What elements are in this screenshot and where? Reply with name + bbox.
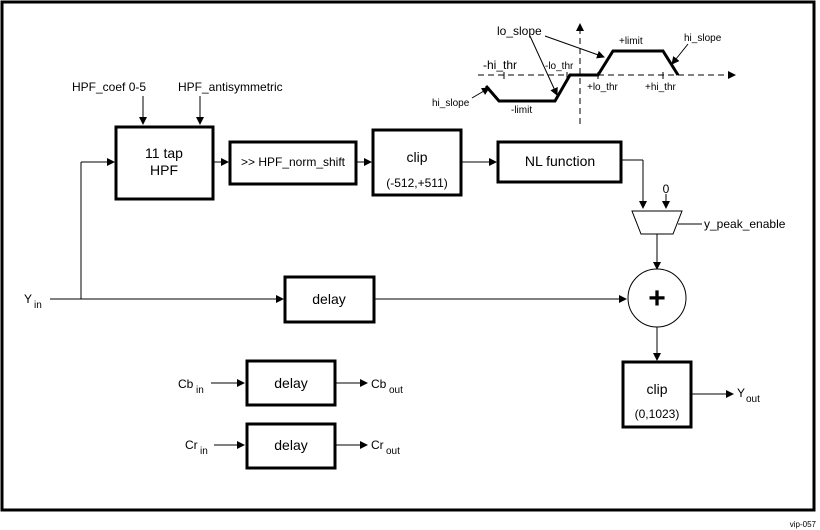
adder-symbol: + <box>648 282 666 315</box>
y-input-label: Y in <box>24 292 42 311</box>
svg-text:in: in <box>34 300 42 311</box>
y-output-label: Y out <box>737 386 760 405</box>
cb-output-label: Cb out <box>371 377 403 396</box>
delay-cb-label: delay <box>274 375 307 391</box>
lo-slope-label: lo_slope <box>497 24 542 38</box>
cb-input-label: Cb in <box>178 377 204 396</box>
clip2-range: (0,1023) <box>635 407 680 421</box>
delay-cb-block <box>245 359 337 407</box>
clip1-block <box>371 128 463 197</box>
svg-text:Cr: Cr <box>371 438 384 452</box>
svg-text:in: in <box>200 446 208 457</box>
plus-lo-thr-label: +lo_thr <box>587 82 619 93</box>
minus-hi-thr-label: -hi_thr <box>483 58 517 72</box>
clip2-block <box>621 360 693 429</box>
hi-slope-right-label: hi_slope <box>684 33 722 44</box>
clip2-title: clip <box>646 381 667 397</box>
peak-enable-mux <box>631 210 683 235</box>
svg-text:Y: Y <box>24 292 32 306</box>
delay-cr-label: delay <box>274 437 307 453</box>
nl-function-block <box>496 140 623 184</box>
nl-function-label: NL function <box>525 153 595 169</box>
nl-transfer-curve: lo_slope hi_slope hi_slope +limit -limit… <box>432 23 736 124</box>
nl-curve-trace <box>484 49 680 103</box>
cr-input-label: Cr in <box>185 438 208 457</box>
delay-y-label: delay <box>312 291 345 307</box>
svg-text:in: in <box>196 385 204 396</box>
cr-output-label: Cr out <box>371 438 400 457</box>
mux-zero-label: 0 <box>663 182 670 196</box>
minus-lo-thr-label: -lo_thr <box>545 61 574 72</box>
hpf-line2: HPF <box>150 162 178 178</box>
svg-text:out: out <box>746 394 760 405</box>
svg-text:Y: Y <box>737 386 745 400</box>
hpf-line1: 11 tap <box>145 145 183 161</box>
svg-text:out: out <box>386 446 400 457</box>
norm-shift-block <box>228 140 358 186</box>
hpf-block <box>114 125 215 201</box>
y-peak-enable-label: y_peak_enable <box>704 217 786 231</box>
diagram-frame <box>0 0 816 512</box>
clip1-range: (-512,+511) <box>386 176 447 190</box>
clip1-title: clip <box>406 149 427 165</box>
plus-limit-label: +limit <box>619 36 643 47</box>
minus-limit-label: -limit <box>511 105 532 116</box>
delay-cr-block <box>245 422 337 470</box>
hpf-antisym-label: HPF_antisymmetric <box>178 80 283 94</box>
hpf-coef-label: HPF_coef 0-5 <box>72 80 146 94</box>
plus-hi-thr-label: +hi_thr <box>645 82 677 93</box>
hi-slope-left-label: hi_slope <box>432 98 470 109</box>
svg-text:Cb: Cb <box>178 377 194 391</box>
svg-text:out: out <box>389 385 403 396</box>
svg-text:Cr: Cr <box>185 438 198 452</box>
svg-text:Cb: Cb <box>371 377 387 391</box>
figure-id: vip-057 <box>790 520 817 529</box>
norm-shift-label: >> HPF_norm_shift <box>241 155 346 169</box>
